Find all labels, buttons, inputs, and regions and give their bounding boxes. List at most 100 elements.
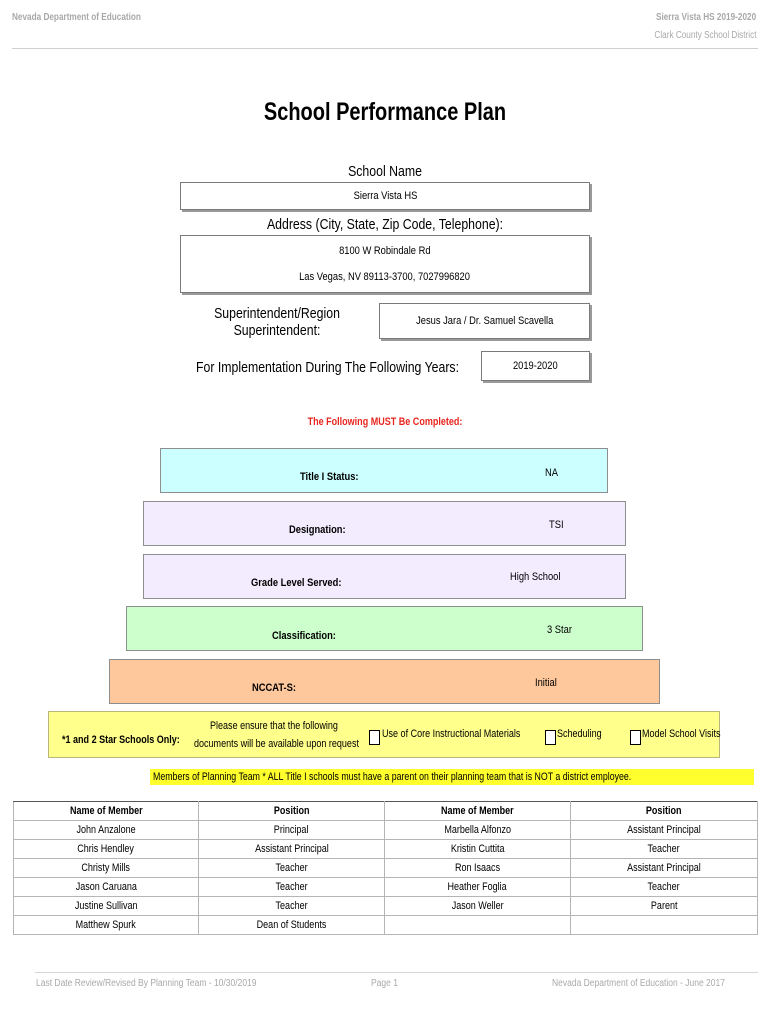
planning-team-note: Members of Planning Team * ALL Title I s… (150, 769, 754, 785)
member-position: Assistant Principal (627, 862, 701, 874)
table-header-row: Name of Member Position Name of Member P… (13, 801, 758, 821)
address-line2: Las Vegas, NV 89113-3700, 7027996820 (299, 271, 471, 283)
table-cell: Chris Hendley (13, 839, 199, 859)
table-row: Jason Caruana Teacher Heather Foglia Tea… (13, 877, 758, 897)
table-row: Chris Hendley Assistant Principal Kristi… (13, 839, 758, 859)
member-position: Assistant Principal (627, 824, 701, 836)
member-name: Justine Sullivan (74, 900, 138, 912)
member-name: Kristin Cuttita (450, 843, 505, 855)
table-cell: Marbella Alfonzo (384, 820, 571, 840)
member-position: Teacher (647, 843, 681, 855)
member-position: Assistant Principal (254, 843, 329, 855)
member-name: Chris Hendley (77, 843, 135, 855)
tier-classification[interactable]: Classification: 3 Star (126, 606, 643, 651)
table-row: Christy Mills Teacher Ron Isaacs Assista… (13, 858, 758, 878)
member-name: Christy Mills (81, 862, 131, 874)
table-cell: Jason Caruana (13, 877, 199, 897)
member-name: Jason Weller (451, 900, 504, 912)
member-position: Teacher (275, 862, 308, 874)
col-header-name-1-text: Name of Member (69, 805, 143, 817)
implementation-value: 2019-2020 (513, 360, 558, 372)
table-cell: Ron Isaacs (384, 858, 571, 878)
header-department: Nevada Department of Education (12, 12, 141, 23)
member-name: John Anzalone (76, 824, 136, 836)
member-position: Teacher (275, 900, 308, 912)
col-header-position-2: Position (570, 801, 758, 821)
table-cell: Justine Sullivan (13, 896, 199, 916)
member-name: Jason Caruana (75, 881, 137, 893)
member-position: Dean of Students (256, 919, 327, 931)
table-cell: Parent (570, 896, 758, 916)
school-name-field[interactable]: Sierra Vista HS (180, 182, 590, 210)
member-position: Teacher (647, 881, 681, 893)
model-school-visits-label: Model School Visits (642, 728, 721, 740)
classification-value: 3 Star (547, 624, 572, 636)
tier-grade-level[interactable]: Grade Level Served: High School (143, 554, 626, 599)
nccat-s-label: NCCAT-S: (252, 682, 296, 694)
title-i-status-label: Title I Status: (300, 471, 359, 483)
col-header-name-2: Name of Member (384, 801, 571, 821)
core-materials-checkbox[interactable] (369, 730, 380, 745)
col-header-position-1: Position (198, 801, 385, 821)
header-district: Clark County School District (653, 30, 756, 41)
star-schools-row: *1 and 2 Star Schools Only: Please ensur… (48, 711, 721, 758)
member-position: Parent (650, 900, 678, 912)
implementation-field[interactable]: 2019-2020 (481, 351, 590, 381)
title-i-status-value: NA (545, 467, 558, 479)
member-name: Ron Isaacs (454, 862, 501, 874)
member-name: Heather Foglia (447, 881, 508, 893)
tier-designation[interactable]: Designation: TSI (143, 501, 626, 546)
nccat-s-value: Initial (535, 677, 557, 689)
header-school-year: Sierra Vista HS 2019-2020 (655, 12, 756, 23)
footer-page-number: Page 1 (371, 978, 398, 989)
table-cell (570, 915, 758, 935)
address-line1: 8100 W Robindale Rd (339, 245, 431, 257)
table-cell: Heather Foglia (384, 877, 571, 897)
grade-level-value: High School (510, 571, 561, 583)
superintendent-field[interactable]: Jesus Jara / Dr. Samuel Scavella (379, 303, 590, 339)
designation-label: Designation: (289, 524, 346, 536)
scheduling-label: Scheduling (557, 728, 602, 740)
address-field[interactable]: 8100 W Robindale Rd Las Vegas, NV 89113-… (180, 235, 590, 293)
school-name-label: School Name (348, 163, 422, 180)
core-materials-label: Use of Core Instructional Materials (382, 728, 521, 740)
scheduling-checkbox[interactable] (545, 730, 556, 745)
superintendent-value: Jesus Jara / Dr. Samuel Scavella (415, 315, 554, 327)
header-divider (12, 48, 758, 49)
col-header-name-2-text: Name of Member (441, 805, 514, 817)
table-row: Justine Sullivan Teacher Jason Weller Pa… (13, 896, 758, 916)
star-schools-label: *1 and 2 Star Schools Only: (62, 734, 180, 746)
superintendent-label-line1: Superintendent/Region (214, 305, 340, 322)
table-cell: Teacher (198, 877, 385, 897)
table-row: Matthew Spurk Dean of Students (13, 915, 758, 935)
superintendent-label: Superintendent/Region Superintendent: (199, 305, 355, 339)
star-schools-note-line2: documents will be available upon request (194, 738, 359, 750)
school-name-value: Sierra Vista HS (353, 190, 417, 202)
table-cell: Teacher (570, 839, 758, 859)
table-cell: Kristin Cuttita (384, 839, 571, 859)
col-header-position-1-text: Position (273, 805, 310, 817)
must-complete-notice: The Following MUST Be Completed: (307, 416, 463, 428)
tier-title-i-status[interactable]: Title I Status: NA (160, 448, 608, 493)
col-header-name-1: Name of Member (13, 801, 199, 821)
superintendent-label-line2: Superintendent: (233, 322, 321, 339)
table-cell: Assistant Principal (570, 858, 758, 878)
table-cell: John Anzalone (13, 820, 199, 840)
tier-nccat-s[interactable]: NCCAT-S: Initial (109, 659, 660, 704)
member-position: Principal (274, 824, 309, 836)
page-title: School Performance Plan (263, 98, 507, 126)
planning-team-note-text: Members of Planning Team * ALL Title I s… (153, 771, 632, 783)
table-cell: Assistant Principal (570, 820, 758, 840)
table-cell: Christy Mills (13, 858, 199, 878)
table-cell: Teacher (570, 877, 758, 897)
member-position: Teacher (275, 881, 308, 893)
col-header-position-2-text: Position (646, 805, 682, 817)
member-name: Matthew Spurk (75, 919, 137, 931)
table-cell: Jason Weller (384, 896, 571, 916)
designation-value: TSI (549, 519, 564, 531)
model-school-visits-checkbox[interactable] (630, 730, 641, 745)
star-schools-note-line1: Please ensure that the following (210, 720, 338, 732)
table-cell: Teacher (198, 896, 385, 916)
table-row: John Anzalone Principal Marbella Alfonzo… (13, 820, 758, 840)
table-cell: Dean of Students (198, 915, 385, 935)
